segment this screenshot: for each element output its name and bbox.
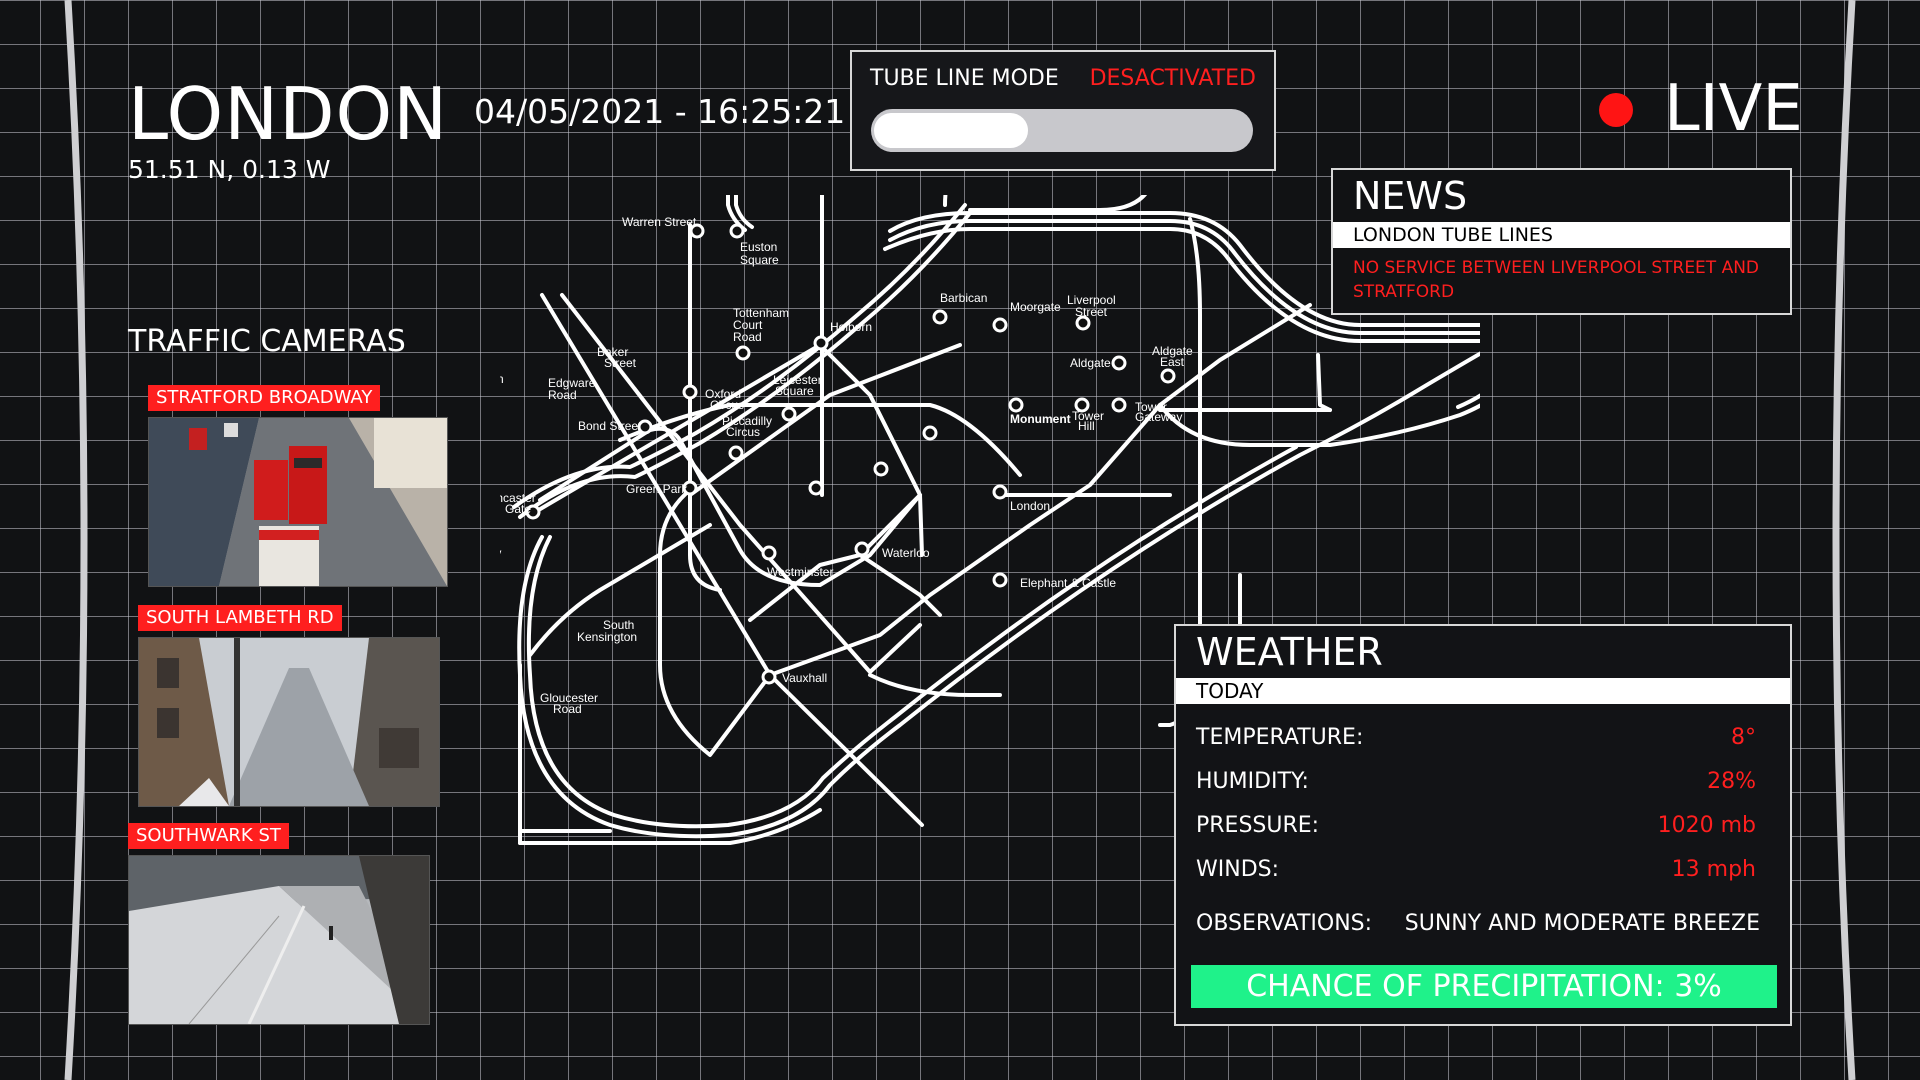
svg-text:Paddington: Paddington xyxy=(500,372,504,386)
winds-label: WINDS: xyxy=(1196,857,1280,882)
svg-text:Street: Street xyxy=(604,356,637,370)
svg-text:Lancaster: Lancaster xyxy=(500,491,536,505)
svg-text:Tottenham: Tottenham xyxy=(733,306,789,320)
news-subtitle: LONDON TUBE LINES xyxy=(1333,222,1790,248)
weather-panel: WEATHER TODAY TEMPERATURE: 8° HUMIDITY: … xyxy=(1174,624,1792,1026)
live-indicator-icon xyxy=(1599,93,1633,127)
news-body: NO SERVICE BETWEEN LIVERPOOL STREET AND … xyxy=(1353,258,1760,302)
camera-label-stratford: STRATFORD BROADWAY xyxy=(148,385,381,411)
camera-label-southwark: SOUTHWARK ST xyxy=(128,823,289,849)
svg-text:Street: Street xyxy=(1075,305,1108,319)
pressure-value: 1020 mb xyxy=(1657,813,1756,838)
city-title: LONDON xyxy=(128,72,449,156)
news-title: NEWS xyxy=(1353,174,1468,218)
svg-text:Tower: Tower xyxy=(1072,409,1104,423)
svg-text:Leicester: Leicester xyxy=(773,373,822,387)
svg-text:Bond Street: Bond Street xyxy=(578,419,642,433)
observations-value: SUNNY AND MODERATE BREEZE xyxy=(1404,911,1760,936)
tube-line-mode-panel: TUBE LINE MODE DESACTIVATED xyxy=(850,50,1276,171)
svg-text:Barbican: Barbican xyxy=(940,291,987,305)
winds-value: 13 mph xyxy=(1671,857,1756,882)
weather-subtitle: TODAY xyxy=(1176,678,1790,704)
precipitation-bar: CHANCE OF PRECIPITATION: 3% xyxy=(1191,965,1777,1008)
svg-text:Piccadilly: Piccadilly xyxy=(722,414,772,428)
svg-text:Tower: Tower xyxy=(1135,400,1167,414)
svg-text:Edgware: Edgware xyxy=(548,376,596,390)
tube-mode-toggle-fill xyxy=(874,113,1028,148)
camera-feed-south-lambeth[interactable] xyxy=(138,637,440,807)
svg-text:Queensway: Queensway xyxy=(500,546,501,560)
svg-text:Warren Street: Warren Street xyxy=(622,215,697,229)
svg-text:East: East xyxy=(1160,355,1185,369)
traffic-cameras-title: TRAFFIC CAMERAS xyxy=(128,324,406,359)
svg-text:Elephant & Castle: Elephant & Castle xyxy=(1020,576,1116,590)
svg-text:Aldgate: Aldgate xyxy=(1070,356,1111,370)
svg-text:Green Park: Green Park xyxy=(626,482,688,496)
tube-mode-toggle[interactable] xyxy=(871,109,1253,152)
date-time: 04/05/2021 - 16:25:21 xyxy=(474,92,846,131)
svg-text:Gloucester: Gloucester xyxy=(540,691,598,705)
svg-text:Moorgate: Moorgate xyxy=(1010,300,1061,314)
svg-text:London: London xyxy=(1010,499,1050,513)
svg-text:Westminster: Westminster xyxy=(767,565,833,579)
svg-text:Court: Court xyxy=(733,318,763,332)
news-panel: NEWS LONDON TUBE LINES NO SERVICE BETWEE… xyxy=(1331,168,1792,315)
svg-text:Road: Road xyxy=(733,330,762,344)
camera-feed-stratford[interactable] xyxy=(148,417,448,587)
temperature-label: TEMPERATURE: xyxy=(1196,725,1364,750)
temperature-value: 8° xyxy=(1731,725,1756,750)
svg-text:Gate: Gate xyxy=(505,502,531,516)
svg-text:Waterloo: Waterloo xyxy=(882,546,930,560)
svg-text:Oxford: Oxford xyxy=(705,387,741,401)
tube-mode-status: DESACTIVATED xyxy=(1089,66,1256,91)
humidity-label: HUMIDITY: xyxy=(1196,769,1309,794)
weather-title: WEATHER xyxy=(1196,630,1383,674)
svg-text:Liverpool: Liverpool xyxy=(1067,293,1116,307)
svg-text:Aldgate: Aldgate xyxy=(1152,344,1193,358)
humidity-value: 28% xyxy=(1707,769,1756,794)
svg-text:Road: Road xyxy=(548,388,577,402)
svg-text:Vauxhall: Vauxhall xyxy=(782,671,827,685)
svg-text:Kensington: Kensington xyxy=(577,630,637,644)
svg-text:Square: Square xyxy=(740,253,779,267)
svg-text:Hill: Hill xyxy=(1078,419,1095,433)
svg-text:Circus: Circus xyxy=(710,398,744,412)
svg-text:South: South xyxy=(603,618,634,632)
svg-text:Gateway: Gateway xyxy=(1135,410,1182,424)
live-label: LIVE xyxy=(1664,72,1803,146)
svg-text:Holborn: Holborn xyxy=(830,320,872,334)
svg-text:Euston: Euston xyxy=(740,240,777,254)
svg-text:Baker: Baker xyxy=(597,345,628,359)
camera-feed-southwark[interactable] xyxy=(128,855,430,1025)
svg-text:Square: Square xyxy=(775,384,814,398)
observations-label: OBSERVATIONS: xyxy=(1196,911,1373,936)
svg-text:Road: Road xyxy=(553,702,582,716)
pressure-label: PRESSURE: xyxy=(1196,813,1320,838)
svg-text:Circus: Circus xyxy=(726,425,760,439)
city-coordinates: 51.51 N, 0.13 W xyxy=(128,155,331,184)
camera-label-south-lambeth: SOUTH LAMBETH RD xyxy=(138,605,342,631)
tube-mode-label: TUBE LINE MODE xyxy=(870,66,1059,91)
svg-text:Monument: Monument xyxy=(1010,412,1071,426)
